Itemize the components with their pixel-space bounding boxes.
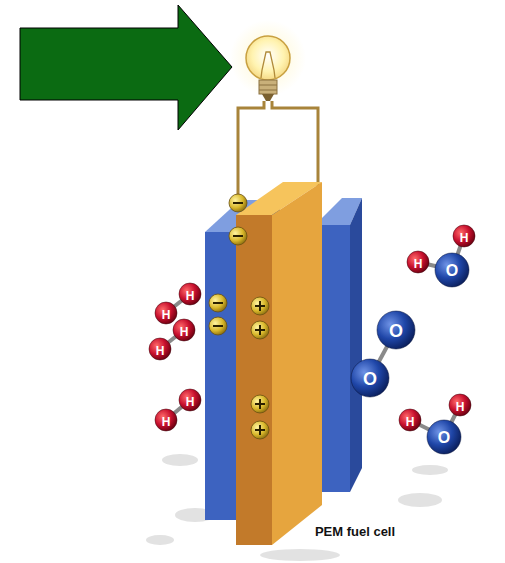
cathode-plate bbox=[315, 198, 362, 492]
atom-symbol-holder: O bbox=[438, 429, 450, 447]
atom-symbol-holder: H bbox=[156, 341, 165, 359]
atom-symbol-holder: H bbox=[460, 228, 469, 246]
atom-symbol-holder: H bbox=[162, 412, 171, 430]
atom-symbol: H bbox=[456, 400, 465, 414]
atom-symbol: O bbox=[363, 368, 377, 388]
atom-symbol: H bbox=[162, 308, 171, 322]
atom-symbol: O bbox=[438, 429, 450, 446]
atom-symbol-holder: H bbox=[414, 254, 423, 272]
atom-symbol-holder: O bbox=[363, 369, 377, 388]
protons bbox=[251, 297, 269, 439]
atom-symbol: H bbox=[414, 257, 423, 271]
electrons bbox=[209, 194, 247, 335]
membrane bbox=[236, 182, 322, 545]
atom-symbol-holder: H bbox=[180, 322, 189, 340]
atom-symbol: O bbox=[389, 320, 403, 340]
caption: PEM fuel cell bbox=[315, 524, 395, 539]
molecule-bonds bbox=[160, 236, 464, 437]
light-bulb bbox=[230, 20, 306, 101]
atom-symbol: H bbox=[156, 344, 165, 358]
caption-holder: PEM fuel cell bbox=[315, 522, 395, 540]
atom-symbol: H bbox=[186, 289, 195, 303]
atom-symbol: H bbox=[180, 325, 189, 339]
atom-symbol-holder: H bbox=[406, 412, 415, 430]
atom-symbol: O bbox=[446, 262, 458, 279]
atom-symbol-holder: H bbox=[456, 397, 465, 415]
atom-symbol: H bbox=[406, 415, 415, 429]
pointer-arrow bbox=[20, 5, 232, 130]
atoms bbox=[149, 225, 475, 454]
atom-symbol-holder: O bbox=[389, 321, 403, 340]
atom-symbol: H bbox=[460, 231, 469, 245]
atom-symbol: H bbox=[186, 395, 195, 409]
atom-symbol: H bbox=[162, 415, 171, 429]
atom-symbol-holder: O bbox=[446, 262, 458, 280]
atom-symbol-holder: H bbox=[186, 392, 195, 410]
atom-symbol-holder: H bbox=[162, 305, 171, 323]
atom-symbol-holder: H bbox=[186, 286, 195, 304]
